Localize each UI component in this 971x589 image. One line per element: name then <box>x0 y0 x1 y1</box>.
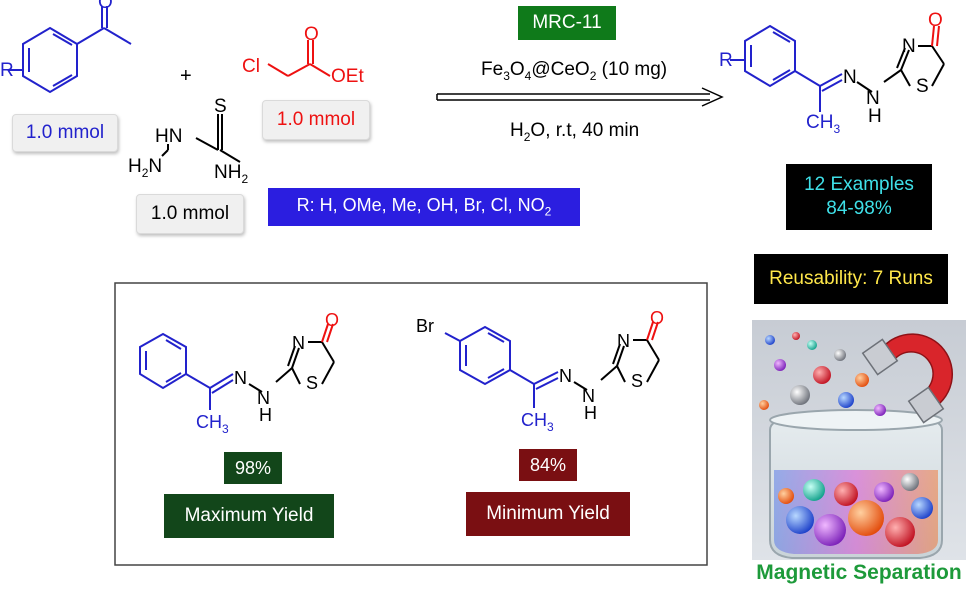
example2-n1: N <box>559 366 572 386</box>
examples-count-box: 12 Examples 84-98% <box>786 164 932 230</box>
example1-nh: N <box>257 388 270 408</box>
product-nh-h: H <box>868 106 882 127</box>
example2-ring-s: S <box>631 371 643 391</box>
product-ring-n: N <box>902 36 916 57</box>
thio-hn: HN <box>155 126 182 147</box>
chloroacetate-o: O <box>304 24 319 45</box>
chloroacetate-structure <box>267 40 331 77</box>
solvent-conditions: H2O, r.t, 40 min <box>510 120 639 144</box>
chloroacetate-cl: Cl <box>242 56 260 77</box>
acetophenone-oxygen: O <box>98 0 113 13</box>
example1-n1: N <box>234 368 247 388</box>
thiosemicarbazide-structure <box>161 114 241 163</box>
thio-sulfur: S <box>214 96 227 117</box>
product-n1: N <box>843 67 857 88</box>
example2-yield-box: 84% <box>519 449 577 481</box>
acetophenone-structure <box>8 6 132 94</box>
example1-ring-s: S <box>306 373 318 393</box>
examples-count-line2: 84-98% <box>826 198 892 219</box>
product-nh: N <box>866 88 880 109</box>
catalyst-code-box: MRC-11 <box>518 6 616 40</box>
product-structure <box>730 24 945 112</box>
example2-label-box: Minimum Yield <box>466 492 630 536</box>
product-ring-s: S <box>916 76 929 97</box>
examples-count-line1: 12 Examples <box>804 174 914 195</box>
example1-ring-o: O <box>325 310 339 330</box>
chloroacetate-oet: OEt <box>331 66 364 87</box>
thio-nh2: NH2 <box>214 162 248 186</box>
example1-label-box: Maximum Yield <box>164 494 334 538</box>
example1-yield-box: 98% <box>224 452 282 484</box>
example1-nh-h: H <box>259 405 272 425</box>
substituents-box: R: H, OMe, Me, OH, Br, Cl, NO2 <box>268 188 580 226</box>
thiosemicarbazide-amount-box: 1.0 mmol <box>136 194 244 234</box>
example2-nh-h: H <box>584 403 597 423</box>
magnetic-separation-image <box>752 320 966 560</box>
example2-structure <box>444 321 660 408</box>
chloroacetate-amount-box: 1.0 mmol <box>262 100 370 140</box>
example1-structure <box>139 323 335 410</box>
example2-ring-n: N <box>617 331 630 351</box>
product-ring-o: O <box>928 10 943 31</box>
reaction-arrow <box>436 87 724 107</box>
magnetic-separation-caption: Magnetic Separation <box>756 561 962 584</box>
acetophenone-amount-box: 1.0 mmol <box>12 114 118 152</box>
plus-sign: + <box>180 65 192 87</box>
product-methyl: CH3 <box>806 112 840 136</box>
example1-ring-n: N <box>292 333 305 353</box>
product-substituent: R <box>719 50 733 71</box>
acetophenone-substituent: R <box>0 60 14 81</box>
example2-substituent: Br <box>416 316 434 336</box>
catalyst-formula: Fe3O4@CeO2 (10 mg) <box>481 59 667 83</box>
example2-nh: N <box>582 386 595 406</box>
thio-h2n: H2N <box>128 156 162 180</box>
reusability-box: Reusability: 7 Runs <box>754 254 948 304</box>
example2-ring-o: O <box>650 308 664 328</box>
substituents-text: R: H, OMe, Me, OH, Br, Cl, NO2 <box>296 195 552 219</box>
